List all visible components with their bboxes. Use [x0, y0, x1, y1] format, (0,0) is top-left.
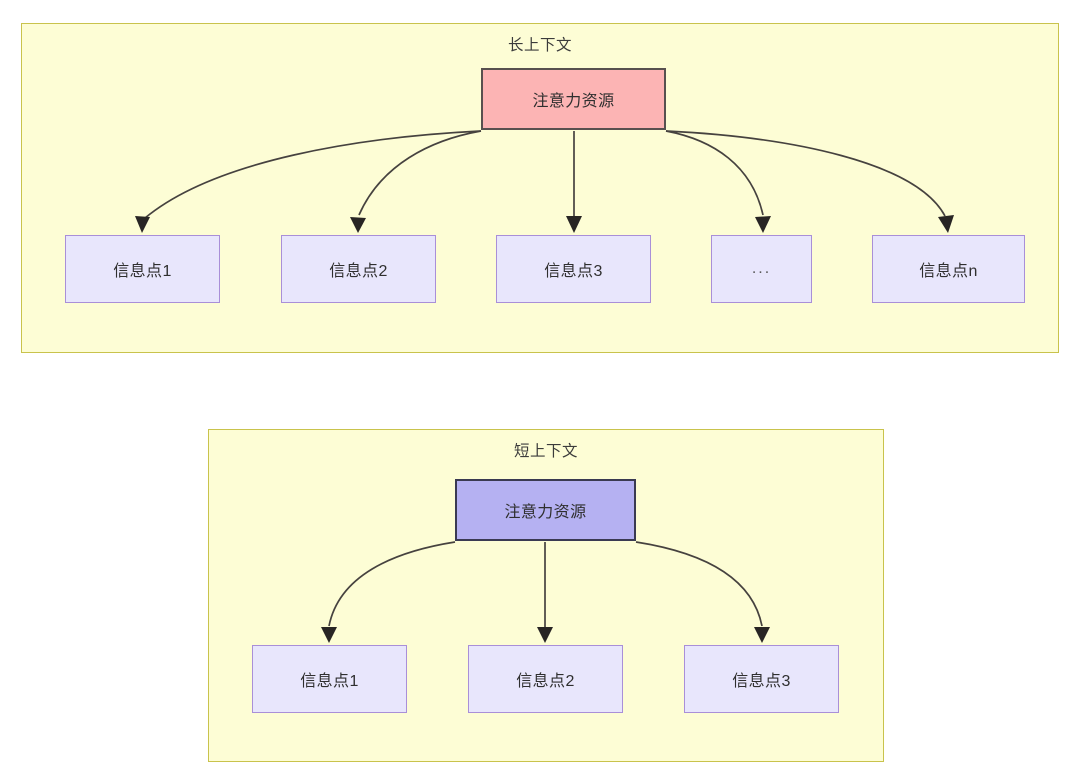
node-info-point-long-n[interactable]: 信息点n	[872, 235, 1025, 303]
node-attention-resource-long[interactable]: 注意力资源	[481, 68, 666, 130]
node-label: 信息点1	[300, 673, 359, 690]
node-info-point-long-2[interactable]: 信息点2	[281, 235, 436, 303]
node-attention-resource-short[interactable]: 注意力资源	[455, 479, 636, 541]
node-label: 信息点2	[329, 263, 388, 280]
node-label: 注意力资源	[532, 93, 615, 110]
node-label: 信息点3	[544, 263, 603, 280]
node-info-point-long-3[interactable]: 信息点3	[496, 235, 651, 303]
group-long-context-title: 长上下文	[507, 37, 572, 54]
node-label: 信息点2	[516, 673, 575, 690]
node-info-point-short-1[interactable]: 信息点1	[252, 645, 407, 713]
node-label: 注意力资源	[504, 504, 587, 521]
node-info-point-long-1[interactable]: 信息点1	[65, 235, 220, 303]
node-label: ...	[751, 260, 772, 277]
node-label: 信息点3	[732, 673, 791, 690]
node-label: 信息点1	[113, 263, 172, 280]
node-info-point-long-ellipsis[interactable]: ...	[711, 235, 812, 303]
group-short-context-title: 短上下文	[513, 443, 578, 460]
node-label: 信息点n	[919, 263, 978, 280]
node-info-point-short-2[interactable]: 信息点2	[468, 645, 623, 713]
node-info-point-short-3[interactable]: 信息点3	[684, 645, 839, 713]
